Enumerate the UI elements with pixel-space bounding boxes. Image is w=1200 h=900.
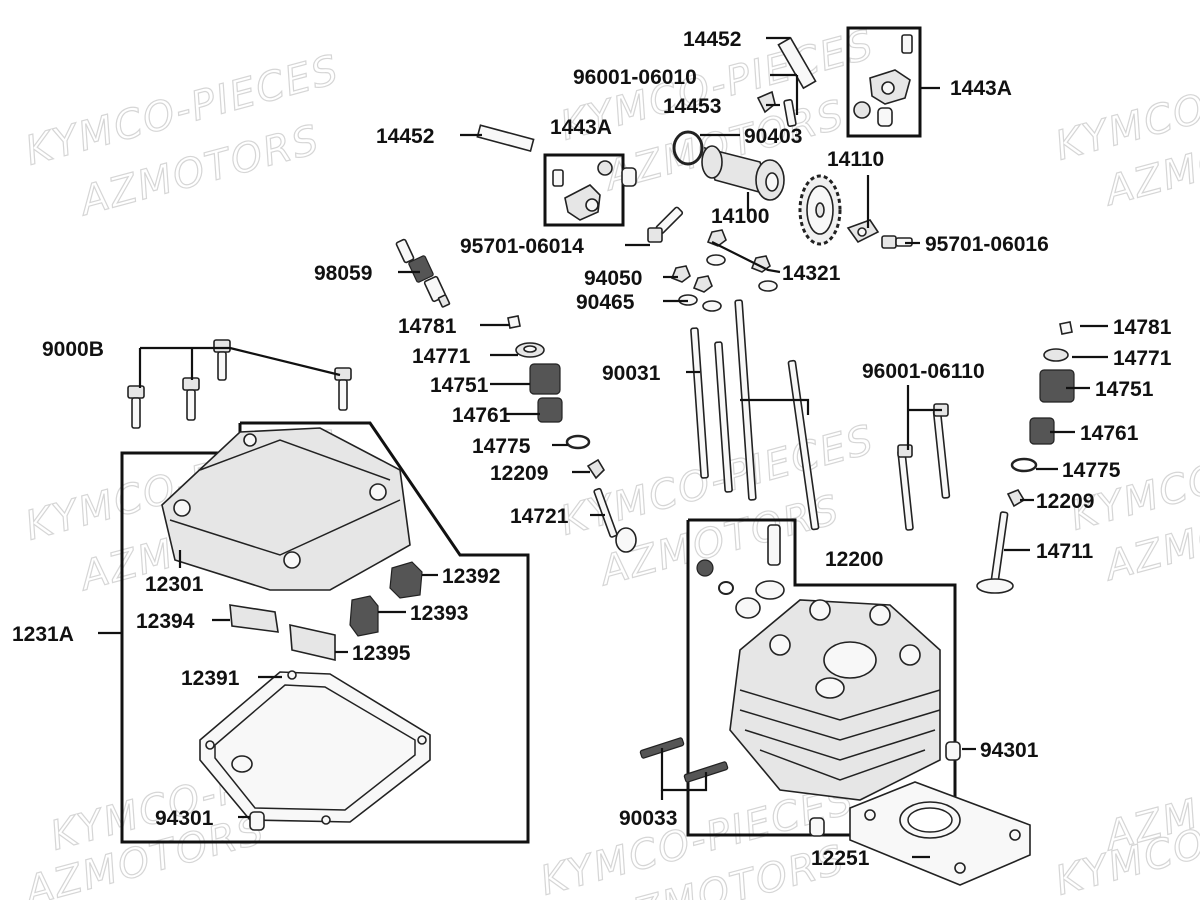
valve-train-right-icon (976, 321, 1075, 594)
group-box-12200 (686, 518, 957, 837)
label-12394: 12394 (136, 610, 195, 633)
label-90031: 90031 (602, 362, 661, 385)
label-14100: 14100 (711, 205, 769, 228)
rocker-arm-mid-icon (552, 160, 637, 221)
label-12392: 12392 (442, 565, 500, 588)
label-1231A: 1231A (12, 623, 74, 646)
label-12200: 12200 (825, 548, 883, 571)
label-14781-left: 14781 (398, 315, 457, 338)
washer-ring-icon (1010, 457, 1038, 473)
label-14321: 14321 (782, 262, 841, 285)
part-labels: 14452 96001-06010 1443A 14453 14452 1443… (12, 28, 1172, 870)
label-14711: 14711 (1036, 540, 1094, 563)
label-12251: 12251 (811, 847, 870, 870)
label-96001-06110: 96001-06110 (862, 360, 985, 383)
group-box-1443A-right (846, 26, 922, 138)
dowel-pin-icon (945, 741, 961, 761)
label-12393: 12393 (410, 602, 468, 625)
label-1443A-mid: 1443A (550, 116, 612, 139)
spark-plug-icon (395, 238, 451, 308)
label-90033: 90033 (619, 807, 677, 830)
label-14452-top: 14452 (683, 28, 741, 51)
label-14751-right: 14751 (1095, 378, 1154, 401)
cover-gasket-icon (199, 670, 431, 825)
dowel-pin-icon (249, 811, 265, 831)
head-cover-icon (161, 427, 411, 591)
label-14761-right: 14761 (1080, 422, 1139, 445)
label-14110: 14110 (827, 148, 884, 171)
label-1443A-right: 1443A (950, 77, 1012, 100)
long-stud-set-icon (690, 299, 820, 531)
cylinder-head-icon (729, 599, 941, 801)
label-14775-left: 14775 (472, 435, 531, 458)
bolt-icon (783, 99, 797, 127)
leader-lines (98, 36, 1108, 859)
head-gasket-icon (849, 781, 1031, 886)
cam-sprocket-icon (798, 174, 842, 246)
label-96001-06010: 96001-06010 (573, 66, 697, 89)
bolt-icon (647, 206, 684, 243)
label-12391: 12391 (181, 667, 240, 690)
label-14452-left: 14452 (376, 125, 434, 148)
label-14771-left: 14771 (412, 345, 471, 368)
label-94301-left: 94301 (155, 807, 214, 830)
group-box-1443A-mid (543, 153, 625, 227)
group-box-1231A (120, 421, 530, 844)
label-14775-right: 14775 (1062, 459, 1121, 482)
label-95701-06014: 95701-06014 (460, 235, 584, 258)
label-14771-right: 14771 (1113, 347, 1172, 370)
label-12209-left: 12209 (490, 462, 548, 485)
valve-train-left-icon (507, 315, 637, 553)
dowel-pin-icon (809, 817, 825, 837)
label-95701-06016: 95701-06016 (925, 233, 1049, 256)
label-90403: 90403 (744, 125, 802, 148)
cover-insulator-parts-icon (229, 561, 423, 662)
label-94050: 94050 (584, 267, 642, 290)
sprocket-bracket-icon (846, 219, 880, 244)
label-14761-left: 14761 (452, 404, 511, 427)
label-12301: 12301 (145, 573, 204, 596)
label-14453: 14453 (663, 95, 721, 118)
label-94301-right: 94301 (980, 739, 1039, 762)
rocker-shaft-top-icon (777, 36, 817, 90)
label-98059: 98059 (314, 262, 372, 285)
nut-washer-set-icon (670, 229, 778, 312)
camshaft-icon (701, 145, 785, 201)
o-ring-icon (672, 130, 704, 166)
rocker-shaft-left-icon (476, 124, 535, 153)
label-14721: 14721 (510, 505, 569, 528)
long-bolt-set-icon (897, 403, 951, 531)
label-12209-right: 12209 (1036, 490, 1094, 513)
short-stud-set-icon (639, 737, 729, 783)
washer-ring-icon (718, 581, 734, 595)
head-fittings-icon (696, 524, 785, 619)
label-14781-right: 14781 (1113, 316, 1172, 339)
cover-bolt-set-icon (127, 339, 352, 429)
watermarks: KYMCO-PIECES AZMOTORS KYMCO-PIECES AZMOT… (17, 21, 1200, 900)
label-14751-left: 14751 (430, 374, 489, 397)
rocker-arm-right-icon (853, 34, 913, 127)
washer-ring-icon (565, 434, 591, 450)
label-9000B: 9000B (42, 338, 104, 361)
label-90465: 90465 (576, 291, 635, 314)
label-12395: 12395 (352, 642, 411, 665)
